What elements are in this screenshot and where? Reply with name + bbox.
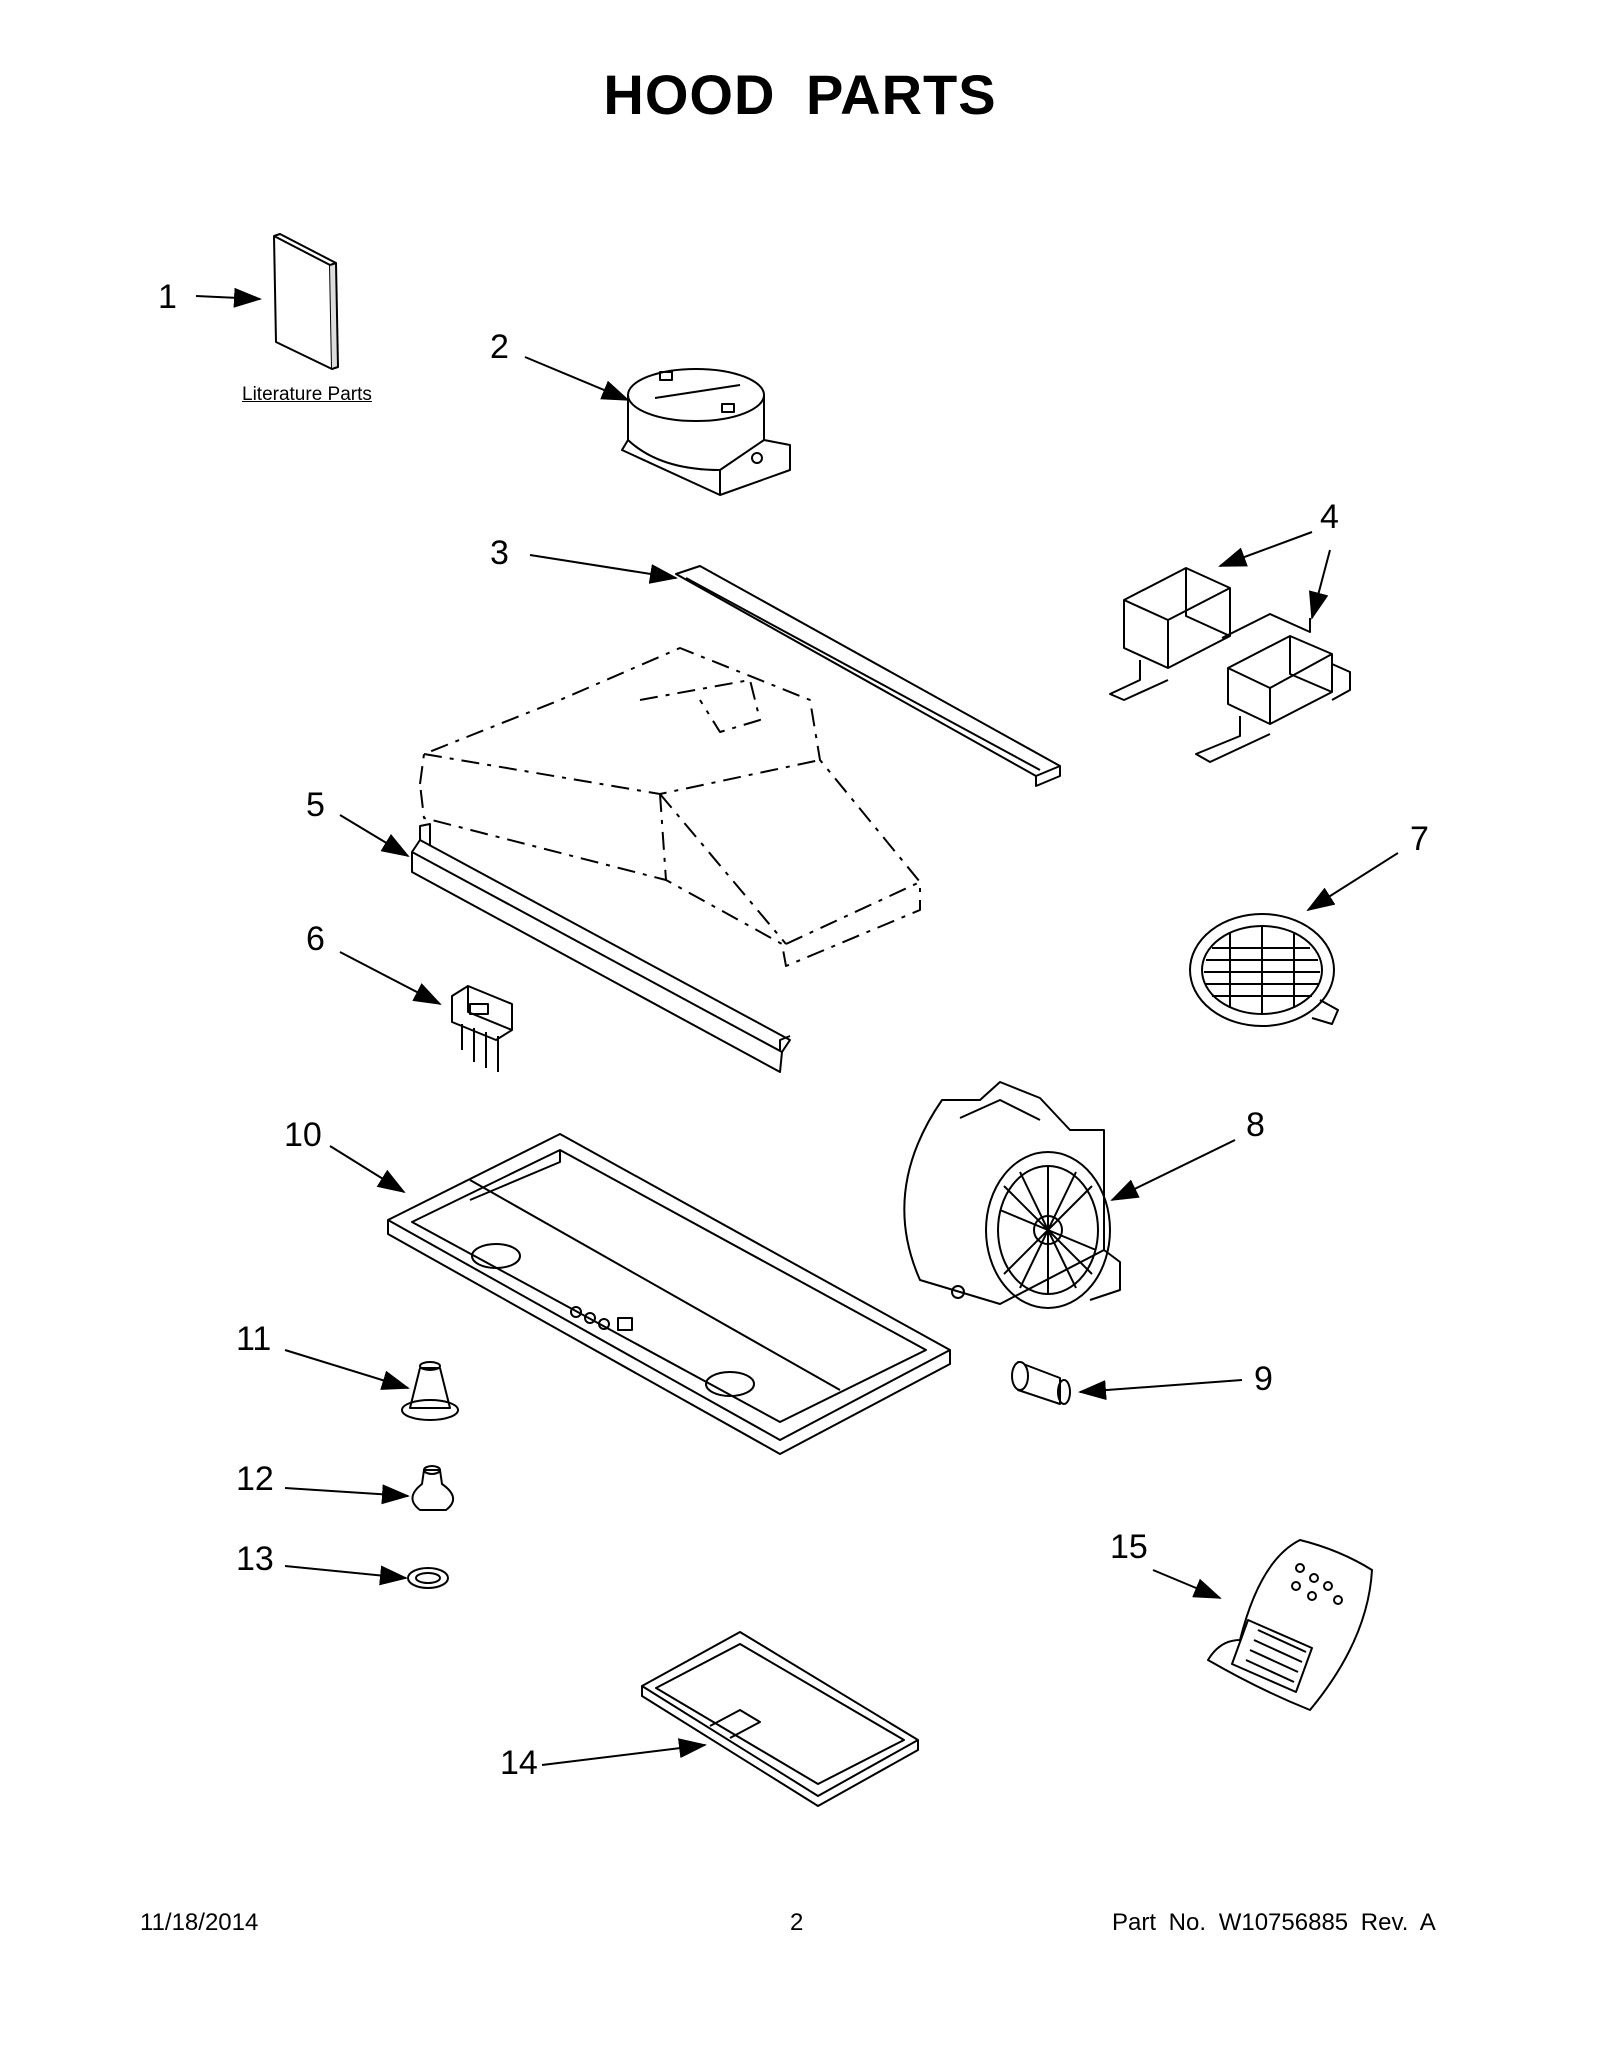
callout-5: 5 <box>306 786 325 824</box>
grease-filter-part <box>641 1631 919 1807</box>
leader-7 <box>1306 852 1399 912</box>
callout-9: 9 <box>1254 1360 1273 1398</box>
callout-8: 8 <box>1246 1106 1265 1144</box>
leader-4a <box>1218 531 1313 567</box>
leader-3 <box>529 554 678 584</box>
leader-10 <box>329 1145 406 1194</box>
callout-14: 14 <box>500 1744 538 1782</box>
leader-9 <box>1078 1379 1243 1401</box>
callout-6: 6 <box>306 920 325 958</box>
callout-12: 12 <box>236 1460 274 1498</box>
callout-11: 11 <box>236 1320 272 1358</box>
callout-13: 13 <box>236 1540 274 1578</box>
callout-10: 10 <box>284 1116 322 1154</box>
leader-8 <box>1110 1139 1236 1201</box>
callout-15: 15 <box>1110 1528 1148 1566</box>
duct-transition-part <box>621 368 791 496</box>
round-grille-part <box>1189 913 1339 1027</box>
leader-2 <box>524 356 630 401</box>
switch-block-part <box>451 985 513 1072</box>
leader-12 <box>284 1484 410 1505</box>
hood-body-outline <box>419 647 921 967</box>
leader-13 <box>284 1565 408 1586</box>
callout-7: 7 <box>1410 820 1429 858</box>
rear-rail-part <box>675 565 1061 787</box>
leader-14 <box>541 1738 707 1766</box>
blower-motor-part <box>903 1081 1121 1309</box>
leader-4b <box>1308 549 1331 620</box>
callout-1: 1 <box>158 278 177 316</box>
leader-6 <box>339 951 442 1005</box>
bulb-part <box>411 1465 454 1511</box>
hardware-bag-part <box>1207 1539 1373 1711</box>
leader-15 <box>1152 1569 1222 1599</box>
lens-ring-part <box>407 1567 449 1589</box>
leader-5 <box>339 814 410 858</box>
mounting-brackets-part <box>1109 567 1351 763</box>
footer-part-number: Part No. W10756885 Rev. A <box>1112 1909 1436 1936</box>
leader-11 <box>284 1349 410 1390</box>
footer-date: 11/18/2014 <box>140 1909 259 1936</box>
literature-parts-label: Literature Parts <box>242 384 372 405</box>
callout-3: 3 <box>490 534 509 572</box>
lamp-socket-part <box>401 1361 459 1421</box>
front-trim-part <box>411 823 791 1073</box>
leader-1 <box>195 287 262 308</box>
capacitor-part <box>1011 1361 1071 1405</box>
callout-4: 4 <box>1320 498 1339 536</box>
page-title: HOOD PARTS <box>603 63 997 126</box>
callout-2: 2 <box>490 328 509 366</box>
bottom-frame-part <box>387 1133 951 1455</box>
literature-booklet-part <box>273 233 339 370</box>
footer-page-number: 2 <box>790 1909 804 1936</box>
